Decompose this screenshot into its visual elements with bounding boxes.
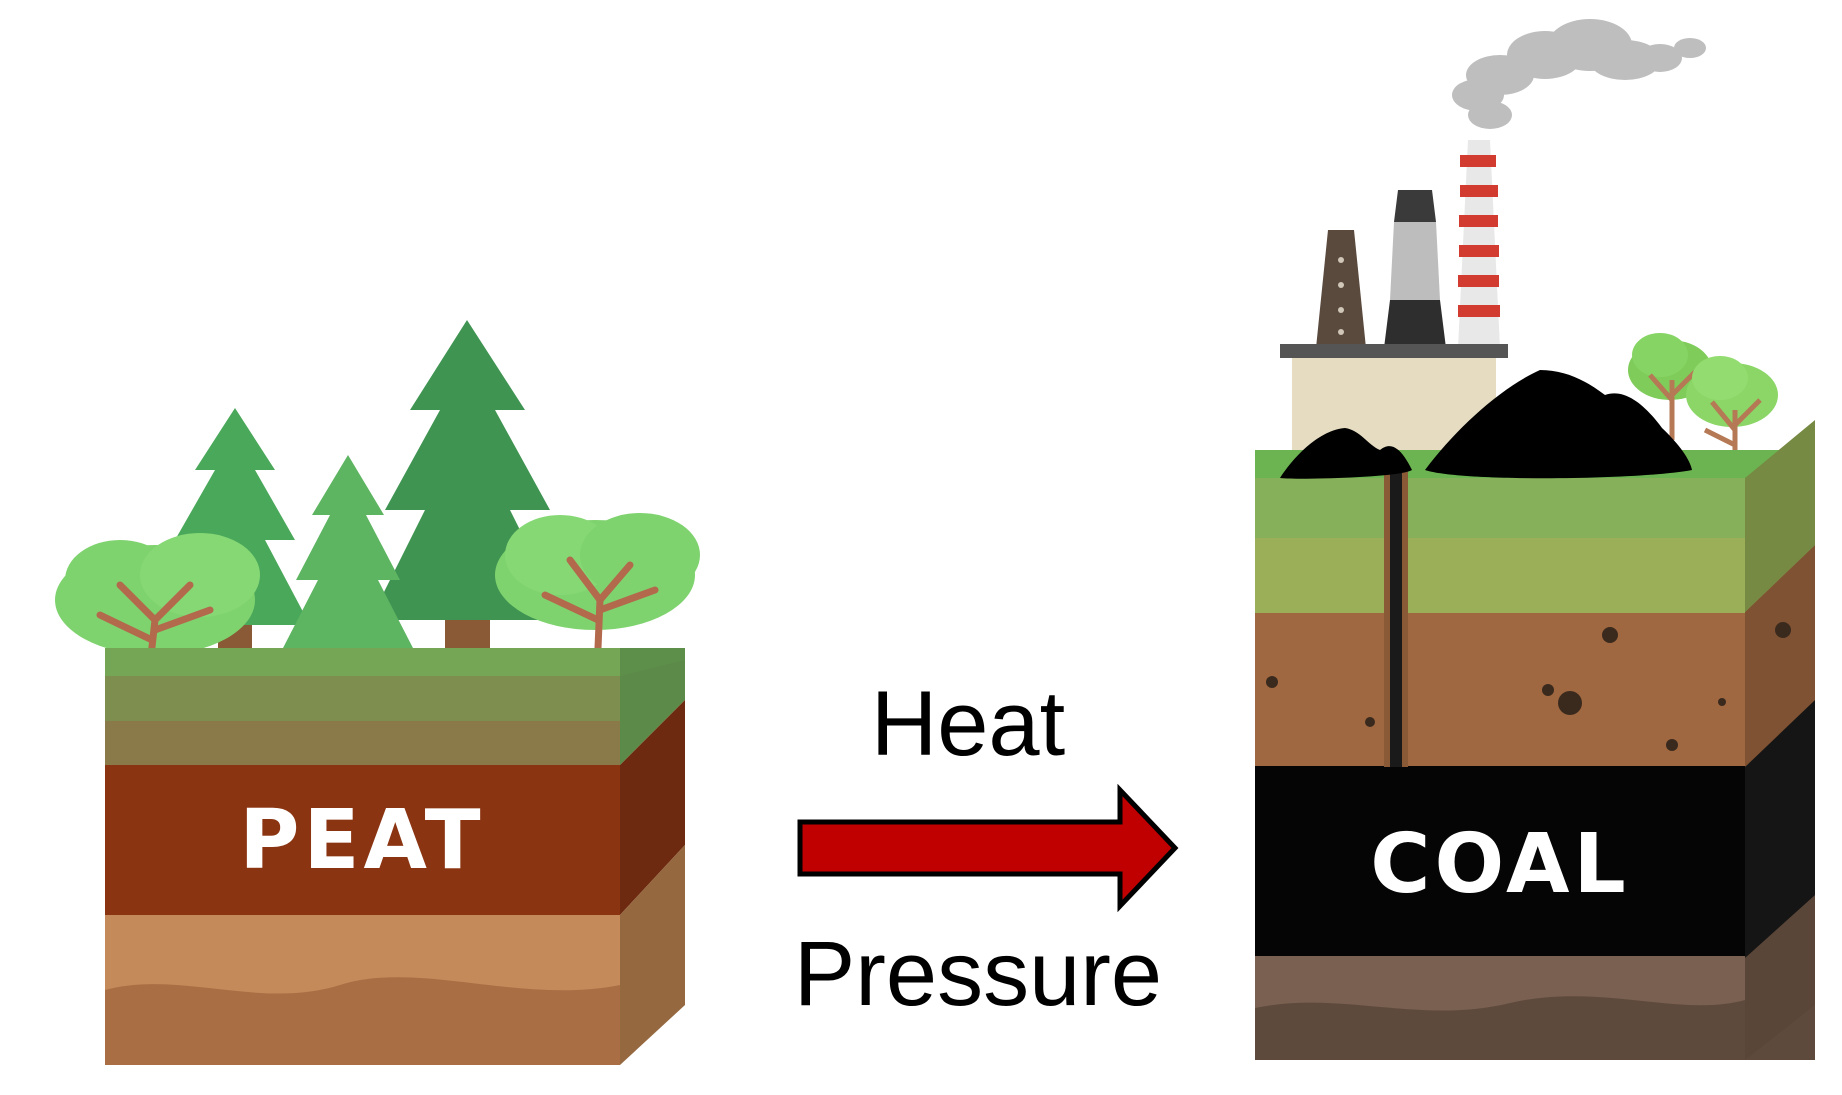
coal-label: COAL <box>1370 817 1629 912</box>
coal-pile-icon <box>1280 370 1692 479</box>
lattice-tower <box>1316 230 1366 348</box>
conifer-tree-middle <box>282 455 414 660</box>
smoke-icon <box>1452 19 1706 129</box>
arrow-right-icon <box>797 783 1179 913</box>
peat-layer <box>105 765 620 915</box>
forest-icon <box>55 320 700 669</box>
peat-soil-block <box>105 648 685 1065</box>
coal-soil-block <box>1255 420 1815 1060</box>
deciduous-tree-right <box>495 513 700 652</box>
process-arrow-group: Heat Pressure <box>794 673 1179 1025</box>
coal-block: COAL <box>1255 19 1815 1060</box>
peat-label: PEAT <box>239 793 484 888</box>
peat-block: PEAT <box>55 320 700 1065</box>
pressure-label: Pressure <box>794 923 1162 1025</box>
cooling-tower <box>1384 190 1446 348</box>
tree-icon <box>1628 333 1778 485</box>
deciduous-tree-left <box>55 533 260 669</box>
heat-label: Heat <box>871 673 1065 775</box>
striped-chimney <box>1458 140 1500 348</box>
